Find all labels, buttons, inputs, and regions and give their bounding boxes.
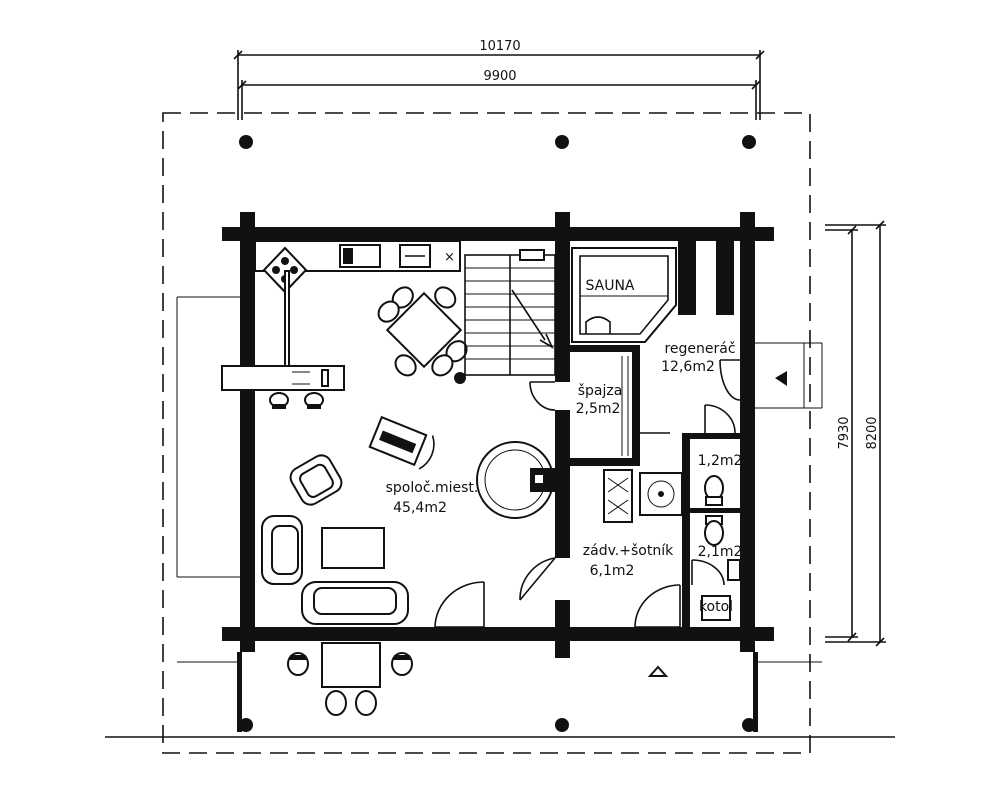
staircase [464,249,556,376]
terrace-railings [176,296,822,663]
bar-stools [269,392,324,409]
dimension-inner-width: 9900 [483,69,516,84]
room-pantry-area: 2,5m2 [576,401,621,417]
side-entry [755,342,823,409]
walls [222,212,774,732]
sauna: SAUNA [571,247,677,343]
room-wellness-area: 12,6m2 [661,359,715,375]
washbasin [727,559,741,581]
room-wc-area: 1,2m2 [698,453,743,469]
dimension-top: 10170 9900 [233,39,765,120]
room-hall-area: 6,1m2 [590,563,635,579]
coffee-table [321,527,385,569]
sauna-label: SAUNA [585,278,634,294]
kitchen-counter: × [221,240,461,409]
dimension-total-depth: 8200 [865,416,880,449]
terrace-table [287,642,413,716]
armchair [289,454,343,506]
wardrobe [603,469,633,523]
fireplace [476,441,555,519]
dining-table [377,286,468,377]
toilet-bath [704,515,724,546]
side-chair [261,515,303,585]
doors [434,359,741,628]
room-pantry-name: špajza [578,383,623,399]
room-wellness-name: regeneráč [664,341,735,357]
sofa [301,581,409,625]
posts [239,135,756,732]
dimension-inner-depth: 7930 [837,416,852,449]
dimension-right: 7930 8200 [825,220,886,647]
entry-arrow-icon [775,371,787,386]
boiler-label: kotol [699,599,733,615]
toilet-wc [704,475,724,506]
room-living-name: spoloč.miest. [386,480,479,496]
tv-unit [368,415,435,470]
svg-text:×: × [444,250,455,265]
boiler: kotol [699,595,733,621]
entrance-arrow-icon [647,665,669,677]
shower [639,472,683,516]
dimension-total-width: 10170 [479,39,520,54]
room-living-area: 45,4m2 [393,500,447,516]
room-bath-area: 2,1m2 [698,544,743,560]
roof-outline [162,112,811,754]
room-hall-name: zádv.+šotník [583,543,674,559]
pantry-shelves [621,356,629,456]
